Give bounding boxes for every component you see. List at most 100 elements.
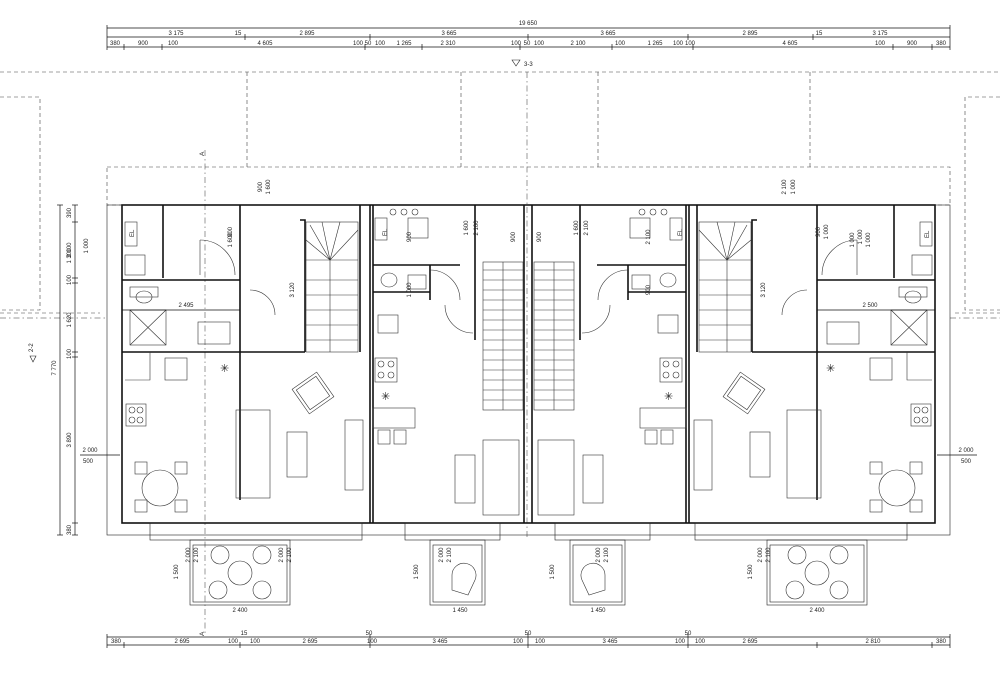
top-dim-row2-2: 100 bbox=[168, 41, 179, 47]
armchair-icon bbox=[291, 371, 335, 415]
bottom-dim-bottom-5: 100 bbox=[367, 639, 378, 645]
terrace-depth-1: 1 500 bbox=[414, 564, 420, 580]
svg-text:3 120: 3 120 bbox=[761, 282, 767, 298]
left-dim-4: 100 bbox=[67, 274, 73, 285]
terrace-4 bbox=[766, 539, 868, 606]
section-mark-top: A bbox=[199, 151, 206, 156]
section-mark-bottom: A bbox=[199, 631, 206, 636]
terrace-depth-3: 1 500 bbox=[748, 564, 754, 580]
unit-4: EL ✳ bbox=[693, 205, 935, 606]
top-dim-row2-4: 100 bbox=[353, 41, 364, 47]
bottom-dim-bottom-10: 100 bbox=[675, 639, 686, 645]
door-dim-20: 1 000 bbox=[866, 232, 872, 248]
top-dim-row2-18: 100 bbox=[875, 41, 886, 47]
svg-text:✳: ✳ bbox=[381, 391, 390, 403]
terrace-table-icon bbox=[227, 560, 253, 586]
terrace-width-0: 2 400 bbox=[232, 608, 248, 614]
terrace-door-dim-2: 2 000 bbox=[279, 547, 285, 563]
dining-table-icon-4 bbox=[878, 469, 916, 507]
counter-icon bbox=[372, 407, 416, 429]
bottom-dim-bottom-1: 2 695 bbox=[174, 639, 190, 645]
top-dim-row2-15: 100 bbox=[673, 41, 684, 47]
door-dim-6: 900 bbox=[511, 231, 517, 242]
bottom-dim-bottom-12: 2 695 bbox=[742, 639, 758, 645]
svg-text:500: 500 bbox=[83, 459, 94, 465]
top-dim-row1-6: 15 bbox=[816, 31, 823, 37]
door-dim-17: 1 000 bbox=[824, 224, 830, 240]
stove-icon-2 bbox=[374, 357, 398, 383]
total-width-dimension: 19 650 bbox=[519, 21, 538, 27]
door-dim-15: 900 bbox=[646, 284, 652, 295]
kitchen-sink-icon-3 bbox=[657, 314, 679, 334]
terrace-door-dim-7: 2 100 bbox=[604, 547, 610, 563]
bottom-dim-bottom-11: 100 bbox=[695, 639, 706, 645]
toilet-icon bbox=[135, 290, 153, 304]
stove-icon-3 bbox=[659, 357, 683, 383]
top-dim-row1-7: 3 175 bbox=[872, 31, 888, 37]
stove-icon bbox=[125, 403, 147, 427]
unit-1: EL ✳ bbox=[122, 205, 364, 606]
door-dim-18: 1 000 bbox=[850, 232, 856, 248]
extractor-icon: ✳ bbox=[220, 363, 229, 375]
coffee-table-icon-3 bbox=[582, 454, 604, 504]
left-dim-6: 100 bbox=[67, 348, 73, 359]
door-dim-5: 2 100 bbox=[474, 220, 480, 236]
unit-3: EL ✳ bbox=[533, 205, 687, 606]
top-dim-row2-1: 900 bbox=[138, 41, 149, 47]
tv-unit-icon bbox=[344, 419, 364, 491]
door-dim-14: 2 100 bbox=[646, 229, 652, 245]
left-dim-8: 380 bbox=[67, 524, 73, 535]
left-dim-0: 390 bbox=[67, 207, 73, 218]
top-dim-row1-5: 2 895 bbox=[742, 31, 758, 37]
svg-text:EL: EL bbox=[678, 228, 684, 236]
top-dim-row2-19: 900 bbox=[907, 41, 918, 47]
spiral-stair-icon bbox=[305, 221, 359, 353]
bottom-dim-top-0: 15 bbox=[241, 631, 248, 637]
unit-2: EL ✳ bbox=[372, 205, 524, 606]
level-mark-2-2: 2-2 bbox=[29, 343, 35, 352]
toilet-icon-3 bbox=[659, 272, 677, 288]
el-label-2: EL bbox=[383, 228, 389, 236]
top-dim-row2-7: 1 265 bbox=[396, 41, 412, 47]
level-mark-3-3: 3-3 bbox=[511, 59, 533, 68]
bottom-dim-bottom-14: 380 bbox=[936, 639, 947, 645]
bottom-dim-bottom-13: 2 810 bbox=[865, 639, 881, 645]
top-dim-row2-9: 100 bbox=[511, 41, 522, 47]
top-dim-row1-3: 3 665 bbox=[441, 31, 457, 37]
top-dim-row1-0: 3 175 bbox=[168, 31, 184, 37]
armchair-icon-4 bbox=[722, 371, 766, 415]
svg-text:2 000: 2 000 bbox=[82, 448, 98, 454]
coffee-table-icon bbox=[286, 431, 308, 478]
terrace-door-dim-3: 2 100 bbox=[287, 547, 293, 563]
top-dim-row2-10: 50 bbox=[524, 41, 531, 47]
door-dim-11: 1 000 bbox=[407, 282, 413, 298]
terrace-width-1: 1 450 bbox=[452, 608, 468, 614]
bottom-dim-bottom-7: 100 bbox=[513, 639, 524, 645]
left-dim-3: 1 300 bbox=[67, 248, 73, 264]
door-dim-3: 1 600 bbox=[228, 232, 234, 248]
terrace-door-dim-8: 2 000 bbox=[758, 547, 764, 563]
door-dim-13: 1 000 bbox=[791, 179, 797, 195]
el-label-4: EL bbox=[925, 230, 931, 238]
door-dim-2: 900 bbox=[228, 226, 234, 237]
door-dim-9: 2 100 bbox=[584, 220, 590, 236]
dining-table-icon bbox=[141, 469, 179, 507]
svg-text:2 000: 2 000 bbox=[958, 448, 974, 454]
left-dim-1: 2 100 bbox=[67, 242, 73, 258]
building-walls bbox=[106, 204, 951, 536]
toilet-icon-4 bbox=[904, 290, 922, 304]
left-dim-7: 3 890 bbox=[67, 432, 73, 448]
svg-text:2 495: 2 495 bbox=[178, 303, 194, 309]
kitchen-sink-icon-2 bbox=[377, 314, 399, 334]
coffee-table-icon-2 bbox=[454, 454, 476, 504]
top-dim-row2-13: 100 bbox=[615, 41, 626, 47]
door-dim-16: 900 bbox=[816, 226, 822, 237]
door-dim-4: 1 600 bbox=[464, 220, 470, 236]
top-dim-row1-2: 2 895 bbox=[299, 31, 315, 37]
top-dim-row2-12: 2 100 bbox=[570, 41, 586, 47]
bottom-dim-bottom-9: 3 465 bbox=[602, 639, 618, 645]
